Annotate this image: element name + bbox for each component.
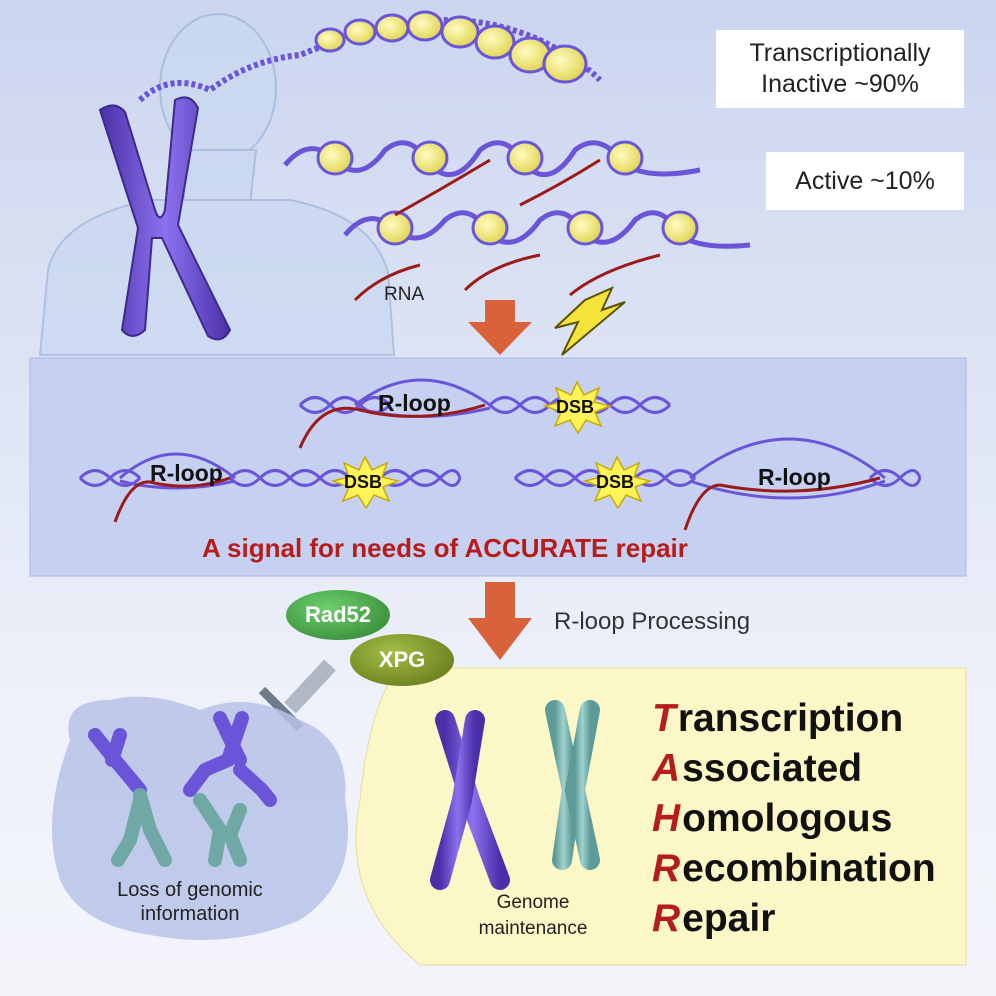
condensed-chromatin bbox=[314, 10, 588, 84]
genome-line1: Genome bbox=[496, 892, 570, 913]
acronym-line-3: Homologous bbox=[652, 794, 936, 844]
acronym-rest-5: epair bbox=[682, 897, 776, 940]
loss-label: Loss of genomic information bbox=[100, 878, 280, 926]
acronym-line-5: Repair bbox=[652, 894, 936, 944]
acronym-cap-4: R bbox=[652, 847, 681, 890]
acronym-rest-1: ranscription bbox=[677, 697, 904, 740]
callout-inactive-line1: Transcriptionally bbox=[749, 39, 931, 67]
acronym-line-4: Recombination bbox=[652, 844, 936, 894]
callout-active-text: Active ~10% bbox=[795, 167, 935, 195]
acronym-line-2: Associated bbox=[652, 744, 936, 794]
rloop-rna bbox=[113, 403, 881, 531]
dsb-label-left: DSB bbox=[344, 472, 383, 492]
down-arrow-2 bbox=[468, 582, 532, 660]
tahrr-acronym: Transcription Associated Homologous Reco… bbox=[652, 694, 936, 944]
xpg-label: XPG bbox=[378, 647, 426, 672]
rna-strands bbox=[353, 158, 661, 302]
signal-text: A signal for needs of ACCURATE repair bbox=[202, 533, 688, 563]
rna-label: RNA bbox=[384, 284, 425, 305]
acronym-cap-3: H bbox=[652, 797, 681, 840]
loss-line1: Loss of genomic bbox=[117, 879, 263, 901]
acronym-cap-1: T bbox=[652, 697, 676, 740]
callout-inactive: Transcriptionally Inactive ~90% bbox=[716, 30, 964, 108]
rad52-label: Rad52 bbox=[304, 602, 372, 627]
acronym-rest-3: omologous bbox=[682, 797, 893, 840]
nucleosomes bbox=[316, 140, 699, 246]
callout-inactive-line2: Inactive ~90% bbox=[761, 70, 919, 98]
processing-label: R-loop Processing bbox=[554, 608, 751, 635]
rloop-label-right: R-loop bbox=[758, 464, 831, 490]
intact-chromosome-teal bbox=[545, 700, 600, 870]
lightning-icon bbox=[554, 286, 626, 356]
acronym-cap-5: R bbox=[652, 897, 681, 940]
genome-label: Genome maintenance bbox=[458, 890, 608, 942]
genome-line2: maintenance bbox=[478, 918, 588, 939]
callout-active: Active ~10% bbox=[766, 152, 964, 210]
dsb-label-right: DSB bbox=[596, 472, 635, 492]
dsb-stars bbox=[330, 380, 653, 510]
broken-chromosomes bbox=[88, 711, 277, 867]
intact-chromosome-purple bbox=[430, 710, 510, 890]
loss-blob bbox=[52, 696, 348, 940]
rad52-pill: Rad52 bbox=[286, 590, 390, 640]
acronym-cap-2: A bbox=[652, 747, 681, 790]
xpg-pill: XPG bbox=[350, 634, 454, 686]
acronym-rest-2: ssociated bbox=[682, 747, 863, 790]
dsb-label-top: DSB bbox=[556, 397, 595, 417]
acronym-rest-4: ecombination bbox=[682, 847, 936, 890]
chromosome-large bbox=[98, 96, 232, 341]
rloop-band bbox=[29, 357, 967, 577]
repair-panel bbox=[355, 667, 967, 966]
loss-line2: information bbox=[140, 903, 240, 925]
rloop-label-top: R-loop bbox=[378, 390, 451, 416]
rloop-label-left: R-loop bbox=[150, 460, 223, 486]
down-arrow-1 bbox=[468, 300, 532, 355]
acronym-line-1: Transcription bbox=[652, 694, 936, 744]
